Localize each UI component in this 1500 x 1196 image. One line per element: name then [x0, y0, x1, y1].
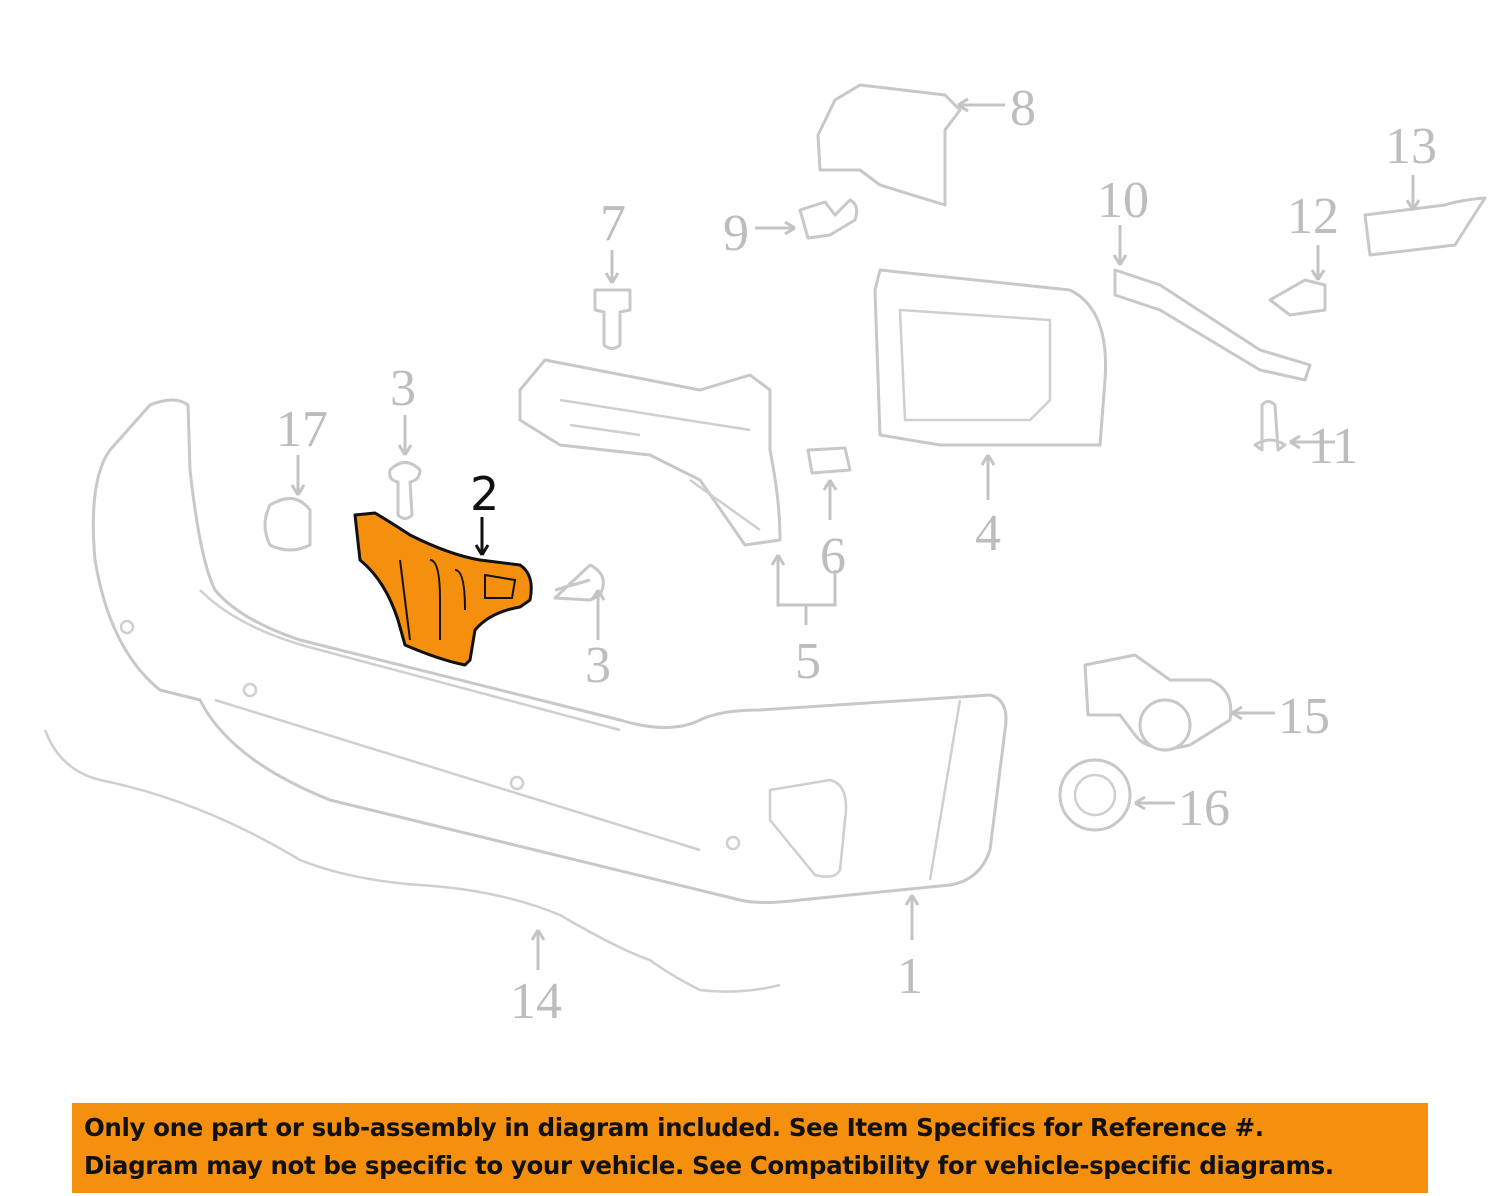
part-9-bolt [798, 198, 859, 240]
callout-2: 2 [470, 467, 499, 521]
callout-5: 5 [795, 633, 821, 690]
part-2-bracket-highlighted [353, 511, 533, 667]
part-10-brace [1113, 268, 1312, 382]
callout-12: 12 [1287, 188, 1339, 245]
diagram-canvas: 1 2 3 3 4 5 6 7 8 9 10 11 12 13 14 15 16… [43, 80, 1487, 1030]
disclaimer-line-1: Only one part or sub-assembly in diagram… [84, 1113, 1264, 1142]
part-12-bracket [1268, 278, 1327, 317]
callout-3-upper: 3 [390, 360, 416, 417]
callout-10: 10 [1097, 172, 1149, 229]
callout-6: 6 [820, 528, 846, 585]
part-8-bracket [816, 83, 962, 207]
callout-13: 13 [1385, 118, 1437, 175]
leader-arrows [290, 97, 1421, 970]
callout-11: 11 [1308, 418, 1358, 475]
part-14-harness [43, 729, 781, 993]
callout-4: 4 [975, 505, 1001, 562]
part-13-bracket [1363, 196, 1487, 257]
callout-17: 17 [276, 401, 328, 458]
part-11-bolt [1253, 400, 1287, 452]
callout-15: 15 [1278, 688, 1330, 745]
part-1-bumper [91, 398, 1008, 904]
part-17-clip [263, 497, 312, 552]
part-6-nut [806, 446, 852, 475]
callout-14: 14 [510, 973, 562, 1030]
callout-9: 9 [723, 205, 749, 262]
callout-8: 8 [1010, 80, 1036, 137]
part-3-screw-upper [388, 461, 422, 520]
callout-3-lower: 3 [585, 637, 611, 694]
part-7-bolt [593, 288, 632, 350]
part-16-grommet [1058, 758, 1132, 832]
disclaimer-line-2: Diagram may not be specific to your vehi… [84, 1151, 1334, 1180]
callout-16: 16 [1178, 780, 1230, 837]
callout-7: 7 [600, 195, 626, 252]
callout-1: 1 [897, 948, 923, 1005]
disclaimer-banner: Only one part or sub-assembly in diagram… [72, 1103, 1428, 1193]
